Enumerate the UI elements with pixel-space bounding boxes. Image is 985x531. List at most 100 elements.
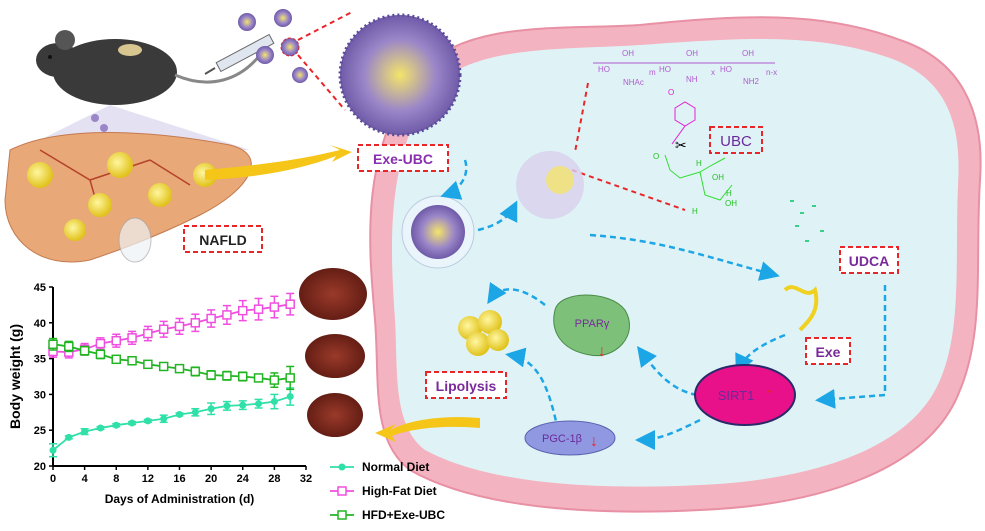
data-point	[64, 341, 74, 352]
svg-text:NH2: NH2	[743, 77, 760, 86]
svg-text:NH: NH	[686, 75, 698, 84]
cell	[369, 16, 982, 513]
y-tick-label: 35	[34, 354, 46, 366]
data-point	[190, 366, 201, 377]
data-point	[48, 339, 58, 350]
data-point	[253, 373, 264, 383]
data-point	[143, 328, 153, 339]
data-point	[269, 302, 280, 312]
data-point	[238, 371, 248, 382]
data-point	[158, 361, 169, 372]
sirt1-label: SIRT1	[718, 388, 755, 403]
svg-text:O: O	[653, 152, 659, 161]
data-point	[222, 310, 232, 320]
nafld-label-box	[183, 225, 263, 253]
sirt1-shape	[694, 364, 796, 426]
data-point	[81, 428, 89, 436]
y-tick-label: 45	[34, 282, 46, 294]
lipolysis-label-box	[425, 371, 507, 399]
data-point	[49, 446, 57, 454]
x-tick-label: 16	[173, 473, 185, 485]
data-point	[143, 359, 153, 370]
svg-text:H: H	[726, 189, 732, 198]
yellow-arrow-to-nanoparticle	[205, 145, 352, 180]
exe-ubc-label-box	[357, 144, 449, 172]
data-point	[190, 318, 201, 328]
fatty-liver-illustration	[4, 132, 252, 263]
yellow-arrow-to-livers	[375, 417, 480, 442]
pgc-shape	[524, 420, 616, 456]
x-tick-label: 8	[113, 473, 119, 485]
liver-photos	[299, 268, 367, 437]
lipolysis-label: Lipolysis	[436, 378, 497, 394]
svg-text:H: H	[692, 207, 698, 216]
x-tick-label: 24	[237, 473, 250, 485]
svg-text:✂: ✂	[675, 137, 687, 153]
data-point	[111, 354, 121, 365]
data-point	[160, 415, 168, 423]
data-point	[269, 375, 280, 385]
data-point	[144, 417, 152, 425]
syringe-icon	[204, 33, 275, 75]
svg-text:HO: HO	[720, 65, 732, 74]
y-tick-label: 30	[34, 389, 46, 401]
ppar-down-arrow-icon: ↓	[598, 343, 606, 360]
data-point	[285, 373, 295, 383]
data-point	[191, 408, 199, 416]
ppar-shape	[553, 294, 631, 357]
data-point	[65, 433, 73, 441]
data-point	[96, 424, 104, 432]
x-tick-label: 4	[82, 473, 89, 485]
cell-nanoparticles	[401, 151, 824, 332]
data-point	[127, 355, 137, 366]
x-tick-label: 32	[300, 473, 312, 485]
data-point	[206, 370, 216, 380]
legend-marker	[337, 510, 347, 520]
udca-label-box	[839, 246, 899, 274]
svg-text:OH: OH	[686, 49, 698, 58]
exe-label-box	[805, 337, 851, 365]
legend-marker	[337, 486, 347, 496]
data-point	[223, 402, 231, 410]
data-point	[255, 400, 263, 408]
svg-text:H: H	[696, 159, 702, 168]
legend-label: High-Fat Diet	[362, 484, 437, 498]
data-point	[253, 304, 264, 314]
y-tick-label: 25	[34, 425, 46, 437]
ppar-label: PPARγ	[575, 318, 610, 330]
svg-text:OH: OH	[742, 49, 754, 58]
x-axis-label: Days of Administration (d)	[105, 492, 255, 506]
data-point	[286, 393, 294, 401]
exe-ubc-nanoparticle	[297, 11, 462, 137]
data-point	[285, 299, 295, 309]
y-axis-label: Body weight (g)	[7, 324, 23, 429]
legend-label: Normal Diet	[362, 460, 429, 474]
svg-text:OH: OH	[725, 199, 737, 208]
legend-marker	[338, 463, 346, 471]
series-line	[52, 343, 291, 381]
data-point	[79, 345, 90, 356]
exe-label: Exe	[816, 344, 841, 360]
cytoplasm	[391, 38, 959, 487]
y-tick-label: 40	[34, 318, 46, 330]
data-point	[95, 349, 106, 360]
x-tick-label: 0	[50, 473, 56, 485]
x-tick-label: 12	[142, 473, 154, 485]
data-point	[239, 401, 247, 409]
svg-text:HO: HO	[659, 65, 671, 74]
series-line	[52, 303, 291, 354]
svg-text:O: O	[668, 88, 674, 97]
data-point	[238, 305, 248, 316]
y-tick-label: 20	[34, 461, 46, 473]
data-point	[176, 410, 183, 418]
data-point	[174, 321, 185, 332]
data-point	[270, 398, 278, 406]
ubc-label-box	[709, 126, 763, 154]
data-point	[174, 363, 185, 374]
data-point	[206, 313, 216, 324]
ubc-label: UBC	[720, 133, 752, 150]
data-point	[222, 371, 232, 381]
pgc-label: PGC-1β	[542, 433, 582, 445]
svg-text:HO: HO	[598, 65, 610, 74]
